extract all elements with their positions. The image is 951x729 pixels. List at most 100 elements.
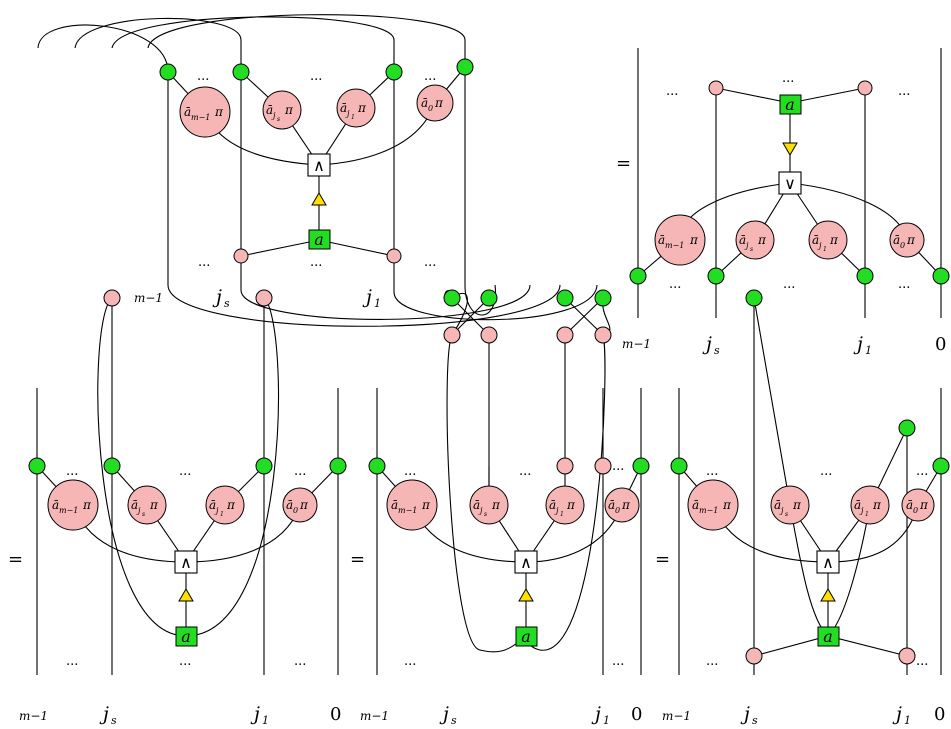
phase-label: ā j 1 π: [340, 101, 367, 121]
equals-sign: =: [350, 549, 365, 570]
red-phase-spider: [545, 485, 585, 525]
svg-text:1: 1: [351, 114, 355, 121]
red-spider: [255, 289, 273, 307]
svg-text:0: 0: [293, 506, 298, 515]
svg-text:0: 0: [934, 704, 945, 725]
wire-label-m1: m−1: [134, 291, 163, 305]
wire-label-j1: j: [362, 286, 372, 308]
and-box: [514, 550, 538, 574]
phase-label: ā 0 π: [906, 498, 929, 515]
svg-text:a: a: [181, 627, 191, 646]
svg-text:...: ...: [706, 654, 718, 669]
green-spider: [932, 267, 950, 285]
svg-text:π: π: [149, 498, 159, 512]
svg-text:j: j: [702, 333, 712, 355]
red-phase-spider: [687, 479, 739, 531]
svg-text:0: 0: [330, 704, 341, 725]
diagram-3: = ∧ a ā m−1 π: [8, 289, 347, 727]
svg-text:j: j: [744, 241, 749, 250]
svg-text:...: ...: [669, 277, 681, 292]
phase-label: ā j s π: [266, 103, 294, 123]
svg-text:1: 1: [865, 511, 869, 518]
svg-text:j: j: [859, 506, 864, 515]
red-phase-spider: [205, 485, 245, 525]
svg-text:...: ...: [916, 654, 928, 669]
red-spider: [898, 647, 916, 665]
svg-text:j: j: [214, 506, 219, 515]
equals-sign: =: [616, 153, 631, 174]
red-phase-spider: [469, 485, 509, 525]
svg-text:j: j: [439, 703, 449, 725]
green-spider: [385, 63, 403, 81]
svg-text:a: a: [521, 627, 531, 646]
diagram-1: ∧ a ā m−1 π ā j s π ā j 1 π ā 0 π ... ..…: [37, 14, 598, 327]
svg-text:...: ...: [519, 464, 531, 479]
svg-text:ā: ā: [893, 233, 900, 247]
svg-text:π: π: [829, 233, 839, 247]
svg-text:1: 1: [220, 511, 224, 518]
phase-label: ā j 1 π: [854, 498, 882, 518]
svg-text:π: π: [722, 498, 732, 512]
red-phase-spider: [654, 214, 706, 266]
green-spider: [856, 267, 874, 285]
svg-text:...: ...: [898, 84, 910, 99]
svg-text:...: ...: [404, 654, 416, 669]
svg-text:...: ...: [783, 277, 795, 292]
svg-text:ā: ā: [658, 233, 665, 247]
wire: [318, 102, 436, 166]
red-phase-spider: [889, 222, 925, 258]
hadamard-triangle: [782, 142, 798, 156]
svg-text:j: j: [250, 703, 260, 725]
svg-text:0: 0: [428, 104, 433, 113]
svg-text:...: ...: [66, 464, 78, 479]
svg-text:1: 1: [262, 714, 269, 727]
svg-text:...: ...: [179, 654, 191, 669]
red-phase-spider: [127, 485, 167, 525]
svg-text:s: s: [224, 297, 230, 310]
phase-label: ā j 1 π: [812, 233, 839, 253]
svg-text:m−1: m−1: [699, 506, 718, 515]
svg-text:...: ...: [294, 464, 306, 479]
hadamard-triangle: [311, 192, 327, 206]
svg-text:0: 0: [935, 334, 946, 355]
red-phase-spider: [808, 220, 848, 260]
red-phase-spider: [386, 479, 438, 531]
svg-text:0: 0: [913, 506, 918, 515]
red-phase-spider: [47, 479, 99, 531]
svg-text:ā: ā: [473, 498, 480, 512]
svg-text:s: s: [714, 344, 720, 357]
red-phase-spider: [901, 488, 935, 522]
red-spider: [556, 457, 574, 475]
phase-label: ā 0 π: [286, 498, 309, 515]
wire: [147, 14, 466, 67]
ellipsis: ...: [197, 69, 209, 84]
diagram-5: = ∧ a ā m−1 π: [655, 289, 950, 727]
svg-text:ā: ā: [421, 96, 428, 110]
diagram-4: =: [350, 289, 650, 727]
wire: [393, 256, 598, 321]
green-spider: [232, 63, 250, 81]
green-spider: [480, 289, 498, 307]
svg-text:j: j: [853, 333, 863, 355]
svg-text:ā: ā: [774, 498, 781, 512]
ellipsis: ...: [310, 255, 322, 270]
svg-text:ā: ā: [549, 498, 556, 512]
green-spider: [368, 457, 386, 475]
svg-text:π: π: [906, 233, 916, 247]
green-spider: [556, 289, 574, 307]
svg-text:j: j: [817, 241, 822, 250]
svg-text:∧: ∧: [520, 553, 532, 572]
red-phase-spider: [179, 86, 231, 138]
svg-text:π: π: [491, 498, 501, 512]
a-box: [817, 626, 840, 647]
svg-text:ā: ā: [739, 233, 746, 247]
svg-text:m−1: m−1: [665, 241, 684, 250]
svg-text:s: s: [451, 714, 457, 727]
svg-text:a: a: [785, 95, 795, 114]
green-spider: [594, 289, 612, 307]
phase-label: ā j 1 π: [549, 498, 576, 518]
equals-sign: =: [8, 549, 23, 570]
red-phase-spider: [262, 90, 302, 130]
equals-sign: =: [655, 549, 670, 570]
svg-text:0: 0: [900, 241, 905, 250]
